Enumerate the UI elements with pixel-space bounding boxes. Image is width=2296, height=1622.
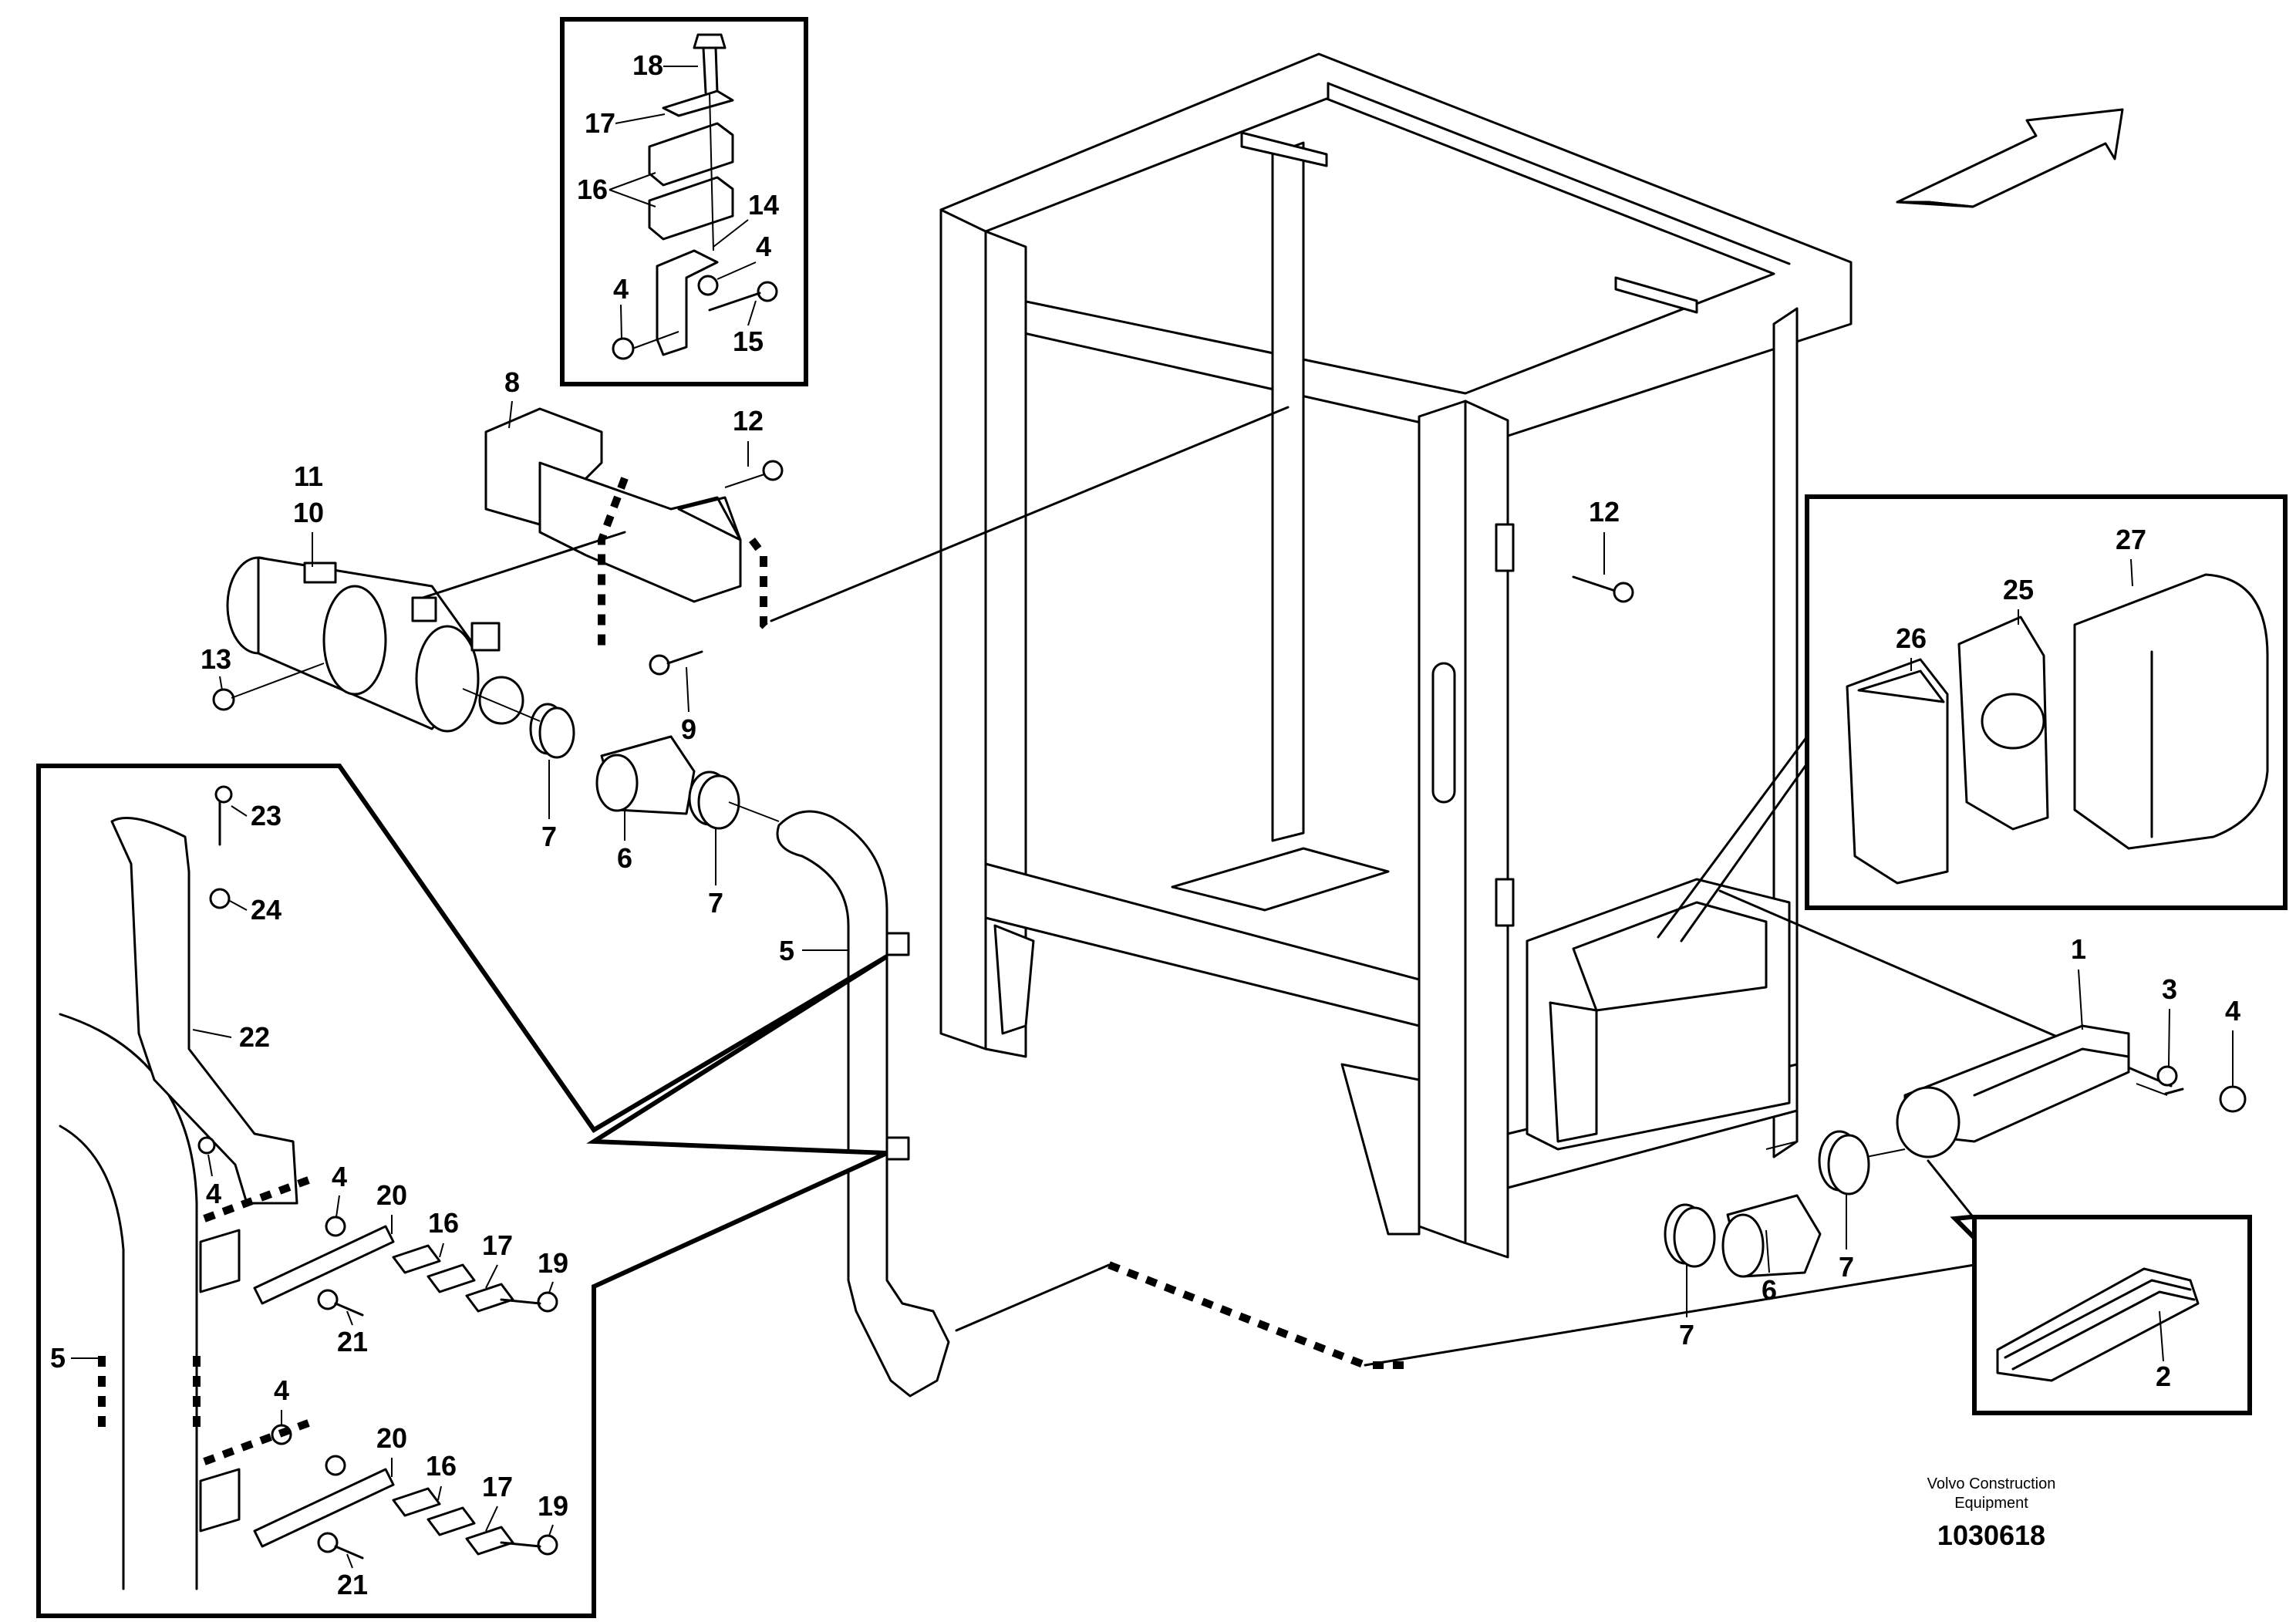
label-20b: 20: [376, 1422, 407, 1454]
label-9: 9: [681, 713, 696, 745]
label-4b: 4: [613, 273, 629, 305]
label-7a: 7: [541, 821, 557, 852]
label-4f: 4: [274, 1374, 289, 1406]
label-18: 18: [632, 49, 663, 81]
label-6a: 6: [617, 842, 632, 874]
label-2: 2: [2156, 1361, 2171, 1392]
hose-connector-lower: [1664, 1130, 1870, 1278]
heater-unit: [1526, 878, 1791, 1151]
label-14: 14: [748, 189, 779, 221]
detail-inset-covers: [1657, 494, 2288, 943]
dashed-connectors: [598, 477, 1976, 1369]
label-21a: 21: [337, 1326, 368, 1357]
label-4a: 4: [756, 231, 771, 262]
detail-inset-mount: [560, 17, 808, 386]
label-26: 26: [1896, 622, 1927, 654]
label-17b: 17: [482, 1229, 513, 1261]
label-5b: 5: [50, 1342, 66, 1374]
label-7d: 7: [1839, 1251, 1854, 1283]
label-17c: 17: [482, 1471, 513, 1502]
label-17a: 17: [585, 107, 615, 139]
company-name-line2: Equipment: [1954, 1495, 2028, 1512]
label-19a: 19: [538, 1247, 568, 1279]
label-24: 24: [251, 894, 282, 926]
label-20a: 20: [376, 1179, 407, 1211]
label-3: 3: [2162, 973, 2177, 1005]
label-15: 15: [733, 325, 764, 357]
label-23: 23: [251, 800, 282, 831]
hose-connector-upper: [462, 688, 780, 830]
direction-arrow: [1896, 108, 2124, 208]
bracket-8: [484, 407, 742, 603]
detail-inset-seal: [1927, 1159, 2252, 1415]
label-13: 13: [201, 643, 231, 675]
label-16c: 16: [426, 1450, 457, 1482]
label-5a: 5: [779, 935, 794, 966]
label-7c: 7: [1679, 1319, 1694, 1351]
label-12a: 12: [733, 405, 764, 437]
label-10: 10: [293, 497, 324, 528]
callout-labels: 18 17 16 14 4 4 15 8 12 11 10 13 9 7 6 7: [50, 49, 2240, 1600]
company-name-line1: Volvo Construction: [1927, 1475, 2056, 1492]
footer: Volvo Construction Equipment 1030618: [1927, 1475, 2056, 1551]
label-25: 25: [2003, 574, 2034, 605]
label-7b: 7: [708, 887, 723, 919]
label-11: 11: [294, 460, 323, 492]
intake-pipe: [776, 810, 950, 1398]
label-22: 22: [239, 1021, 270, 1053]
label-16b: 16: [428, 1207, 459, 1239]
label-6b: 6: [1762, 1274, 1777, 1306]
label-16a: 16: [577, 174, 608, 205]
label-4e: 4: [332, 1161, 347, 1192]
label-12b: 12: [1589, 496, 1620, 528]
label-19b: 19: [538, 1490, 568, 1522]
duct-part-1: [1896, 1024, 2247, 1158]
detail-inset-pipe-mount: [36, 764, 888, 1618]
label-1: 1: [2071, 933, 2086, 965]
label-4d: 4: [206, 1178, 221, 1209]
drawing-number: 1030618: [1937, 1519, 2045, 1551]
label-8: 8: [504, 366, 520, 398]
label-21b: 21: [337, 1569, 368, 1600]
air-cleaner: [212, 556, 524, 733]
label-27: 27: [2116, 524, 2146, 555]
label-4c: 4: [2225, 995, 2240, 1027]
